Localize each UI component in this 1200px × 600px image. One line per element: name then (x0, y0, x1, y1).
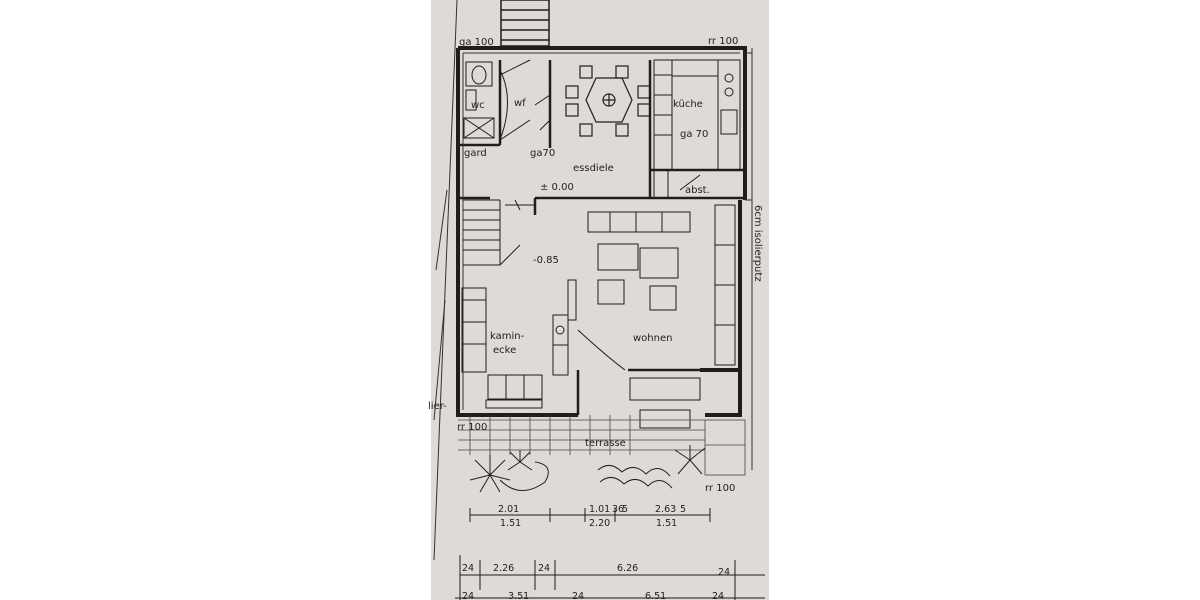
label-terrasse: terrasse (585, 438, 626, 449)
dim-row2-2: 1.51 (656, 518, 677, 529)
label-gard: gard (464, 148, 487, 159)
wall-outlines (462, 48, 753, 470)
dim-row1-0: 2.01 (498, 504, 519, 515)
outer-walls (456, 46, 747, 417)
dim-row2-0: 1.51 (500, 518, 521, 529)
dim-row1-4: 2.63 (655, 504, 676, 515)
door-swings (499, 59, 551, 141)
label-kaminecke-line2: ecke (493, 345, 516, 356)
dim-row2-1: 2.20 (589, 518, 610, 529)
label-essdiele: essdiele (573, 163, 614, 174)
kitchen-counter (653, 59, 741, 199)
interior-stairs (463, 199, 535, 266)
dim-row3-2: 24 (538, 563, 550, 574)
label-abst: abst. (685, 185, 710, 196)
dim-row3-0: 24 (462, 563, 474, 574)
dim-row3-4: 24 (718, 567, 730, 578)
dim-row4-3: 6.51 (645, 591, 666, 600)
dim-row3-1: 2.26 (493, 563, 514, 574)
note-ga100: ga 100 (459, 37, 494, 48)
dim-row1-3: 5 (622, 504, 628, 515)
dim-row1-5: 5 (680, 504, 686, 515)
outside-stair (500, 0, 550, 47)
note-rr100-right: rr 100 (705, 483, 735, 494)
label-wohnen: wohnen (633, 333, 672, 344)
wc-fixtures (463, 61, 495, 139)
terrace-paving (458, 415, 746, 476)
label-wc: wc (471, 100, 485, 111)
note-ga70-a: ga70 (530, 148, 555, 159)
label-isolierputz: 6cm isolierputz (752, 205, 763, 282)
dim-row4-1: 3.51 (508, 591, 529, 600)
note-rr100-left: rr 100 (457, 422, 487, 433)
label-lier: lier- (428, 401, 447, 412)
left-margin-lines (433, 0, 458, 561)
label-wf: wf (514, 98, 526, 109)
wohnen-furniture (577, 204, 736, 429)
kaminecke-furniture (461, 279, 577, 409)
dim-row3-3: 6.26 (617, 563, 638, 574)
paper-sheet (431, 0, 769, 600)
level-essdiele: ± 0.00 (540, 182, 574, 193)
note-rr100-top: rr 100 (708, 36, 738, 47)
interior-walls (458, 60, 745, 415)
dim-row1-1: 1.01 (589, 504, 610, 515)
dim-row4-0: 24 (462, 591, 474, 600)
dining-table (565, 65, 651, 137)
dimension-chains (455, 508, 765, 600)
dim-row1-2: 36 (612, 504, 624, 515)
label-kaminecke-line1: kamin- (490, 331, 525, 342)
label-kueche: küche (673, 99, 703, 110)
dim-row4-2: 24 (572, 591, 584, 600)
level-kaminecke: -0.85 (533, 255, 559, 266)
garden-plants (469, 445, 706, 493)
note-ga70-b: ga 70 (680, 129, 708, 140)
dim-row4-4: 24 (712, 591, 724, 600)
